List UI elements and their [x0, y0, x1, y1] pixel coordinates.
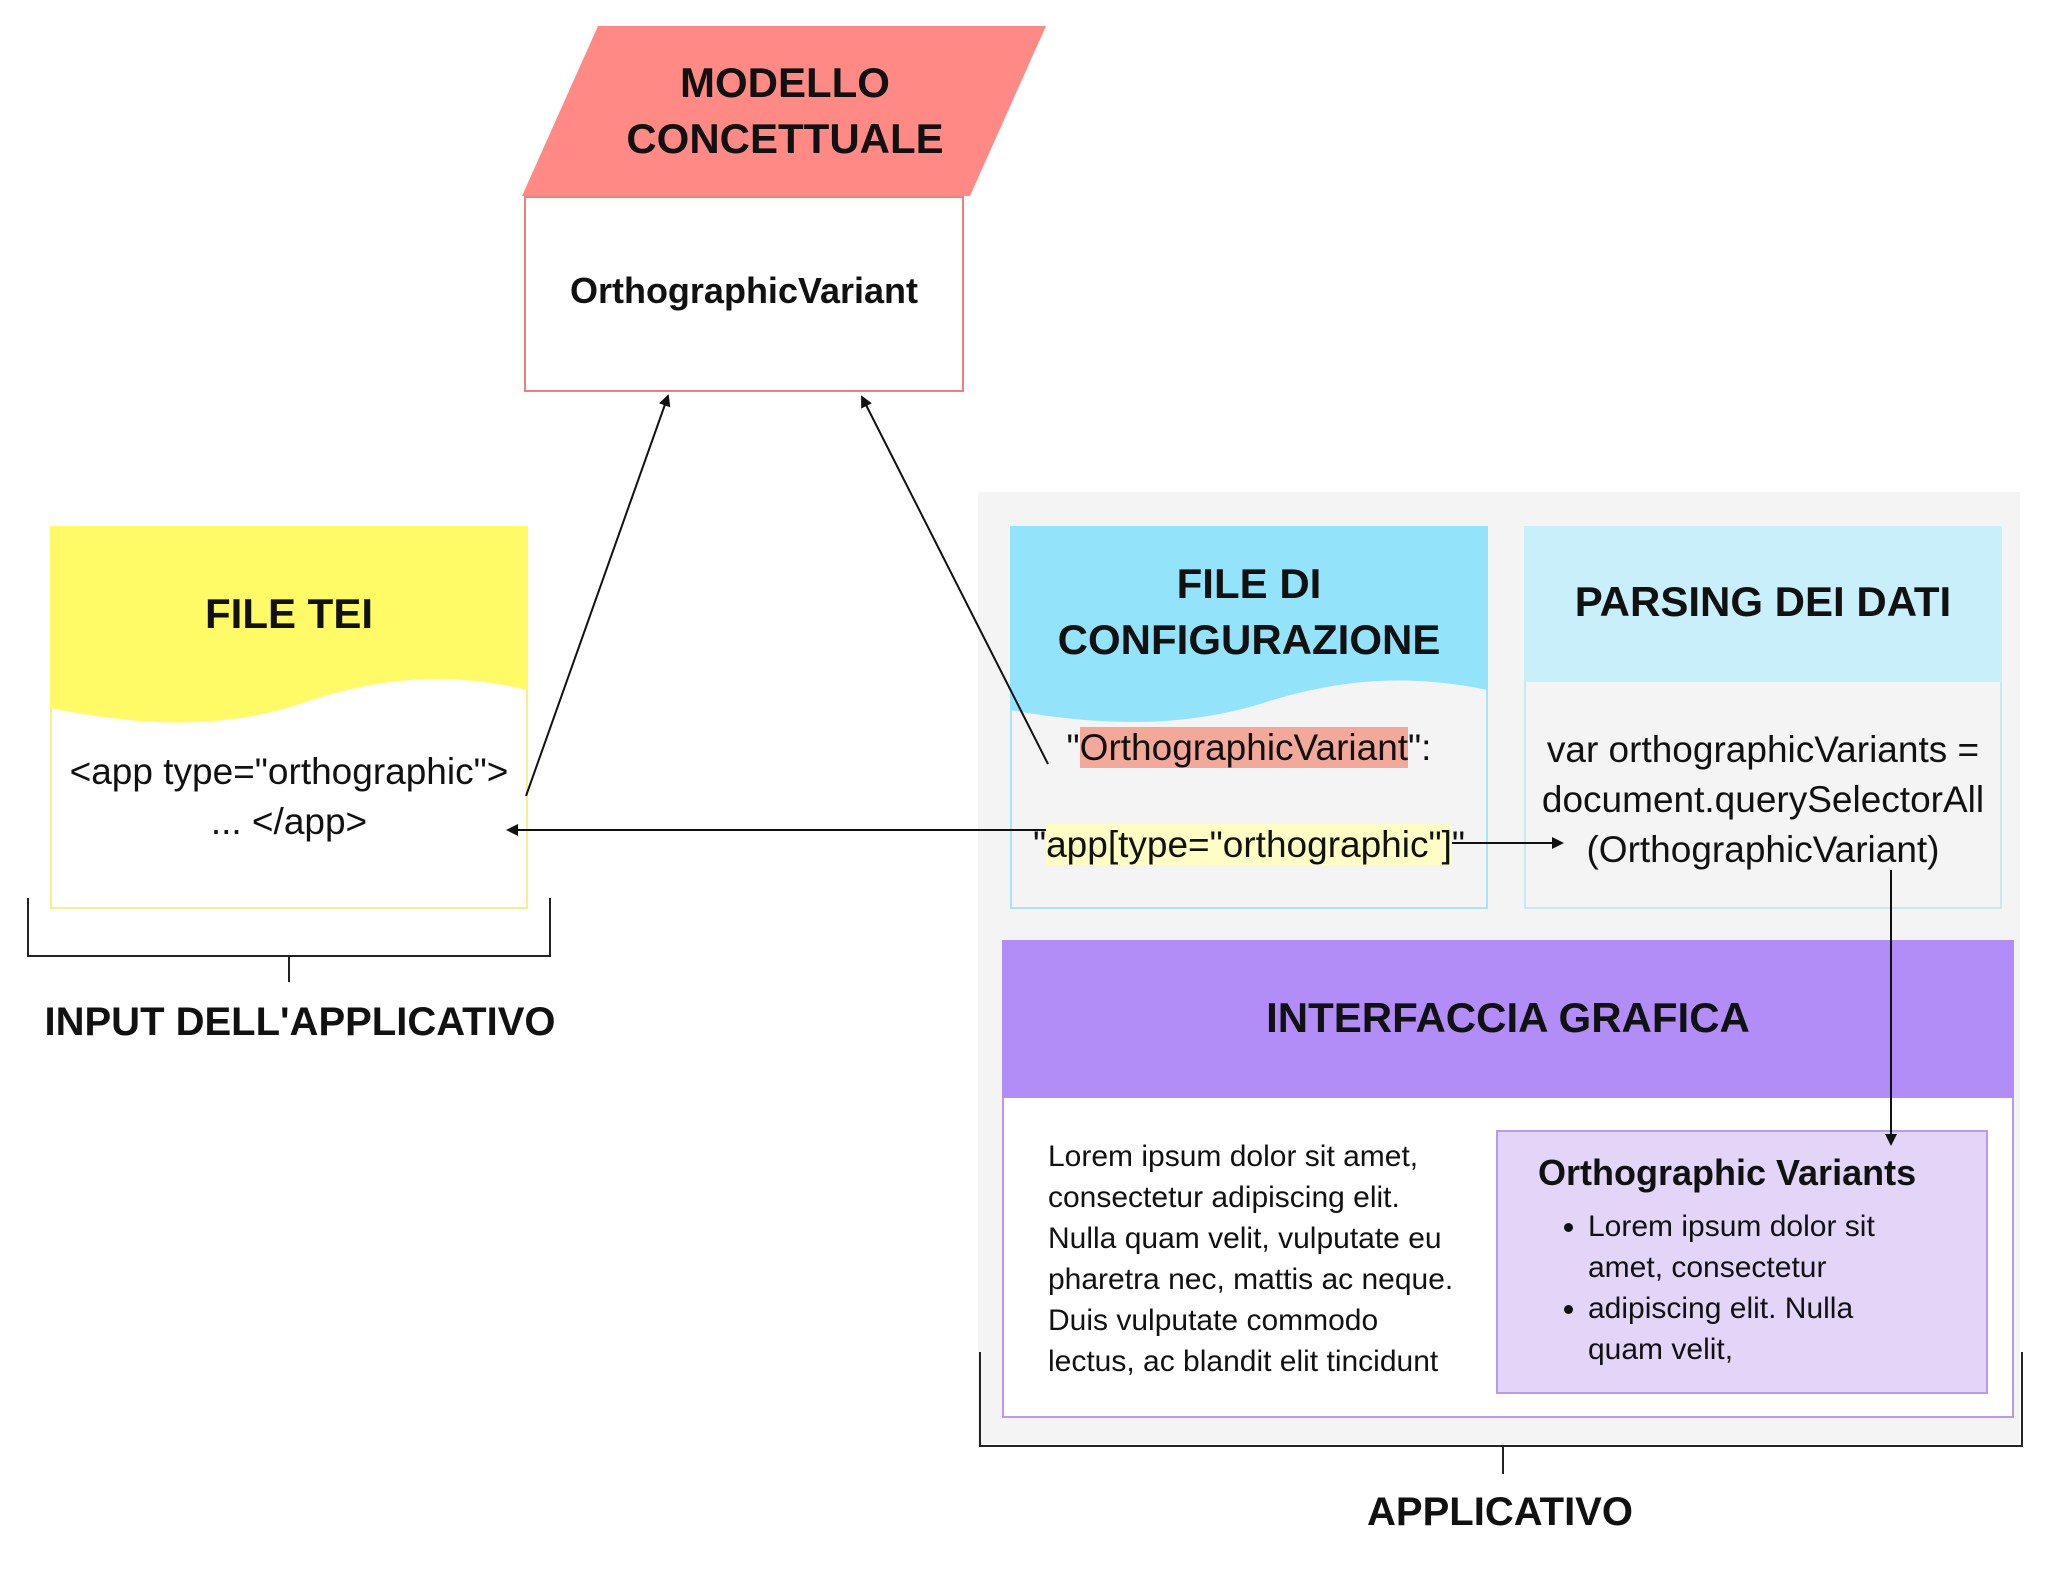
list-item-line: adipiscing elit. Nulla	[1588, 1292, 1854, 1325]
gui-body-line-2: consectetur adipiscing elit.	[1048, 1181, 1400, 1214]
gui-body-line-1: Lorem ipsum dolor sit amet,	[1048, 1140, 1419, 1173]
input-bracket-label: INPUT DELL'APPLICATIVO	[44, 1000, 556, 1044]
orthographic-variants-panel[interactable]: Orthographic Variants Lorem ipsum dolor …	[1496, 1130, 1988, 1394]
gui-body-line-3: Nulla quam velit, vulputate eu	[1048, 1222, 1442, 1255]
config-value-quote-close: "	[1451, 824, 1466, 865]
conceptual-model-box[interactable]: OrthographicVariant	[524, 196, 964, 392]
config-value-quote-open: "	[1032, 824, 1047, 865]
config-key-quote-close: ":	[1408, 727, 1432, 768]
config-value: app[type="orthographic"]	[1046, 824, 1452, 865]
list-item-line: quam velit,	[1588, 1333, 1734, 1366]
list-item-line: Lorem ipsum dolor sit	[1588, 1210, 1875, 1243]
panel-list: Lorem ipsum dolor sit amet, consectetur …	[1548, 1206, 1988, 1370]
panel-title: Orthographic Variants	[1538, 1152, 1917, 1193]
gui-body-text: Lorem ipsum dolor sit amet, consectetur …	[1048, 1136, 1488, 1382]
config-title-line-1: FILE DI	[1176, 560, 1322, 607]
entity-orthographic-variant: OrthographicVariant	[569, 270, 919, 311]
parsing-code-line-1: var orthographicVariants =	[1546, 729, 1980, 770]
config-title-line-2: CONFIGURAZIONE	[1057, 616, 1441, 663]
parsing-box[interactable]	[1524, 526, 2002, 909]
config-value-line: "app[type="orthographic"]"	[1010, 820, 1488, 870]
conceptual-model-title: MODELLO CONCETTUALE	[560, 55, 1010, 167]
conceptual-model-title-line-1: MODELLO	[680, 59, 890, 106]
config-file-title: FILE DI CONFIGURAZIONE	[1010, 556, 1488, 668]
config-key-line: "OrthographicVariant":	[1010, 723, 1488, 773]
tei-file-title: FILE TEI	[205, 590, 373, 637]
config-key-quote-open: "	[1066, 727, 1080, 768]
tei-file-code: <app type="orthographic"> ... </app>	[50, 747, 528, 847]
gui-body-line-6: lectus, ac blandit elit tincidunt	[1048, 1345, 1439, 1378]
gui-header	[1002, 940, 2014, 1098]
list-item: adipiscing elit. Nulla quam velit,	[1588, 1288, 1988, 1370]
arrow-config-to-model	[861, 395, 1049, 765]
parsing-code-line-3: (OrthographicVariant)	[1586, 829, 1940, 870]
list-item: Lorem ipsum dolor sit amet, consectetur	[1588, 1206, 1988, 1288]
parsing-code-line-2: document.querySelectorAll	[1541, 779, 1985, 820]
gui-body-line-5: Duis vulputate commodo	[1048, 1304, 1379, 1337]
config-key: OrthographicVariant	[1079, 727, 1409, 768]
list-item-line: amet, consectetur	[1588, 1251, 1827, 1284]
parsing-header	[1524, 526, 2002, 682]
conceptual-model-title-line-2: CONCETTUALE	[626, 115, 944, 162]
tei-code-line-1: <app type="orthographic">	[69, 751, 509, 792]
tei-code-line-2: ... </app>	[210, 801, 368, 842]
arrow-tei-to-model	[525, 394, 671, 797]
gui-body-line-4: pharetra nec, mattis ac neque.	[1048, 1263, 1454, 1296]
parsing-title: PARSING DEI DATI	[1574, 578, 1952, 625]
gui-title: INTERFACCIA GRAFICA	[1266, 994, 1750, 1041]
application-bracket-label: APPLICATIVO	[1367, 1490, 1633, 1534]
parsing-code: var orthographicVariants = document.quer…	[1524, 725, 2002, 875]
